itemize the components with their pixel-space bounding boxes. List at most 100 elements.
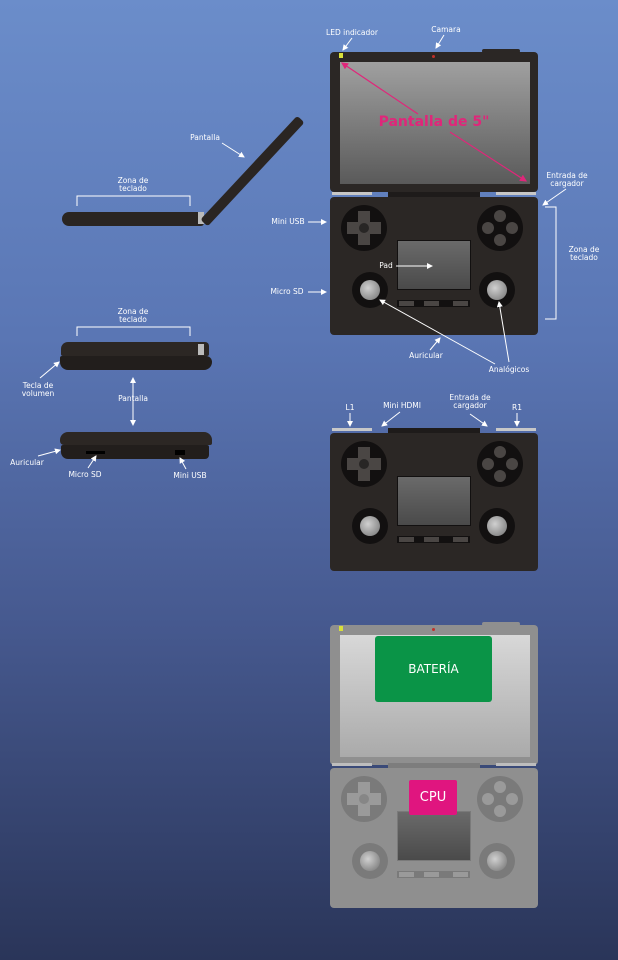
menu-button: [424, 301, 439, 306]
camera: [432, 628, 435, 631]
action-button: [494, 446, 506, 458]
action-button: [506, 458, 518, 470]
label-line: cargador: [550, 179, 584, 188]
touch-pad: [397, 476, 471, 526]
action-button: [506, 793, 518, 805]
led-indicator: [339, 626, 343, 631]
action-button: [494, 210, 506, 222]
action-button: [482, 793, 494, 805]
action-button: [482, 458, 494, 470]
menu-button: [424, 872, 439, 877]
label-camera: Camara: [431, 25, 461, 34]
hinge-center: [388, 192, 480, 200]
label-line: cargador: [453, 401, 487, 410]
arrow-micro-sd-side: [87, 455, 97, 469]
action-button: [494, 470, 506, 482]
label-l1: L1: [345, 403, 355, 412]
hinge-right: [496, 192, 536, 195]
hinge-center: [388, 428, 480, 436]
arrow-earphone: [429, 337, 441, 351]
stick-knob: [360, 851, 380, 871]
action-button: [494, 234, 506, 246]
label-line: volumen: [21, 389, 55, 398]
touch-pad: [397, 811, 471, 861]
top-port: [482, 622, 520, 626]
label-line: teclado: [119, 315, 147, 324]
label-mini-hdmi: Mini HDMI: [383, 401, 421, 410]
stick-knob: [360, 280, 380, 300]
led-indicator: [339, 53, 343, 58]
menu-button: [399, 301, 414, 306]
label-side-micro-sd: Micro SD: [68, 470, 102, 479]
arrow-charger: [542, 188, 567, 206]
side-open-base: [62, 212, 204, 226]
camera: [432, 55, 435, 58]
label-line: Zona de: [117, 307, 149, 316]
menu-button: [399, 537, 414, 542]
label-earphone: Auricular: [409, 351, 443, 360]
bracket-keyboard-right: [545, 206, 557, 320]
closed-hinge: [198, 344, 204, 355]
closed-base: [60, 356, 212, 370]
screen-diagonal-arrow-1: [341, 62, 419, 115]
arrow-analog-right: [496, 301, 510, 363]
bottom-top-shell: [60, 432, 212, 445]
action-buttons: [477, 441, 523, 487]
bracket-keyboard-open: [76, 195, 191, 206]
arrow-volume: [39, 361, 60, 379]
label-line: Entrada de: [449, 393, 491, 402]
top-port: [482, 49, 520, 53]
arrow-camera: [435, 34, 445, 49]
action-buttons: [477, 205, 523, 251]
menu-button: [453, 301, 468, 306]
bracket-keyboard-closed: [76, 326, 191, 336]
dpad: [341, 776, 387, 822]
right-analog-stick: [479, 508, 515, 544]
label-side-screen: Pantalla: [190, 133, 220, 142]
label-line: Zona de: [117, 176, 149, 185]
hinge-right: [496, 428, 536, 431]
action-button: [506, 222, 518, 234]
battery-block: BATERÍA: [375, 636, 492, 702]
label-micro-sd: Micro SD: [270, 287, 304, 296]
battery-label: BATERÍA: [408, 662, 459, 676]
arrow-earphone-side: [37, 448, 61, 457]
cpu-label: CPU: [419, 790, 447, 805]
closed-lid: [61, 342, 209, 356]
dpad-center: [359, 794, 369, 804]
hinge-left: [332, 763, 372, 766]
arrow-charger-back: [469, 413, 488, 427]
label-closed-screen: Pantalla: [118, 394, 148, 403]
label-side-earphone: Auricular: [10, 458, 44, 467]
dpad: [341, 205, 387, 251]
menu-button: [453, 872, 468, 877]
menu-button: [424, 537, 439, 542]
menu-button: [399, 872, 414, 877]
arrow-mini-usb-side: [179, 457, 187, 470]
label-line: Zona de: [568, 245, 600, 254]
label-line: Entrada de: [546, 171, 588, 180]
arrow-side-screen: [221, 142, 245, 158]
hinge-right: [496, 763, 536, 766]
stick-knob: [360, 516, 380, 536]
stick-knob: [487, 851, 507, 871]
cpu-block: CPU: [409, 780, 457, 815]
screen-diagonal-arrow-2: [449, 131, 528, 182]
hinge-left: [332, 192, 372, 195]
arrow-mini-hdmi: [381, 411, 401, 427]
action-button: [482, 222, 494, 234]
arrow-analog-left: [379, 299, 496, 365]
label-r1: R1: [512, 403, 522, 412]
label-pad: Pad: [379, 261, 393, 270]
left-analog-stick: [352, 272, 388, 308]
action-button: [494, 781, 506, 793]
action-button: [494, 805, 506, 817]
label-side-mini-usb: Mini USB: [173, 471, 207, 480]
left-analog-stick: [352, 843, 388, 879]
